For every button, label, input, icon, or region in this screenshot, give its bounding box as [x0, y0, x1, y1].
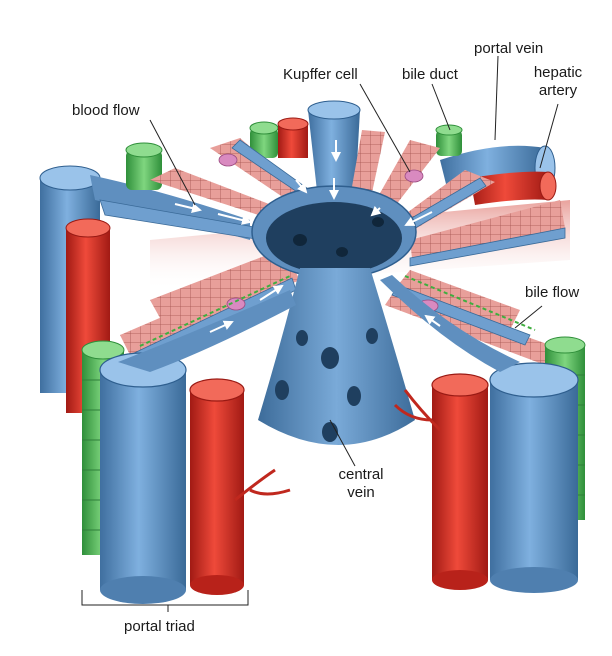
front-left-hepatic-artery — [189, 378, 291, 595]
kupffer-cell — [404, 169, 424, 183]
label-hepatic-artery-line2: artery — [538, 82, 578, 99]
label-central-vein-line1: central — [338, 466, 384, 483]
portal-triad-bracket — [81, 590, 249, 606]
leader-lines — [81, 55, 559, 612]
central-vein — [258, 268, 415, 445]
kupffer-cell — [226, 297, 246, 311]
kupffer-cell — [218, 153, 238, 167]
label-portal-triad: portal triad — [124, 618, 195, 635]
label-bile-duct: bile duct — [402, 66, 458, 83]
front-left-portal-vein — [99, 290, 296, 604]
flow-arrows — [174, 140, 441, 333]
label-bile-flow: bile flow — [525, 284, 580, 301]
front-right-portal-vein — [380, 275, 579, 593]
front-right-hepatic-artery — [393, 373, 489, 590]
label-kupffer-cell: Kupffer cell — [283, 66, 358, 83]
central-vein-top — [251, 185, 417, 279]
label-central-vein-line2: vein — [347, 484, 375, 501]
label-blood-flow: blood flow — [72, 102, 140, 119]
label-portal-vein: portal vein — [474, 40, 544, 57]
bile-canaliculi — [139, 275, 536, 347]
label-hepatic-artery-line1: hepatic — [533, 64, 583, 81]
top-hepatic-artery — [277, 117, 309, 158]
back-bile-ducts — [125, 121, 463, 190]
